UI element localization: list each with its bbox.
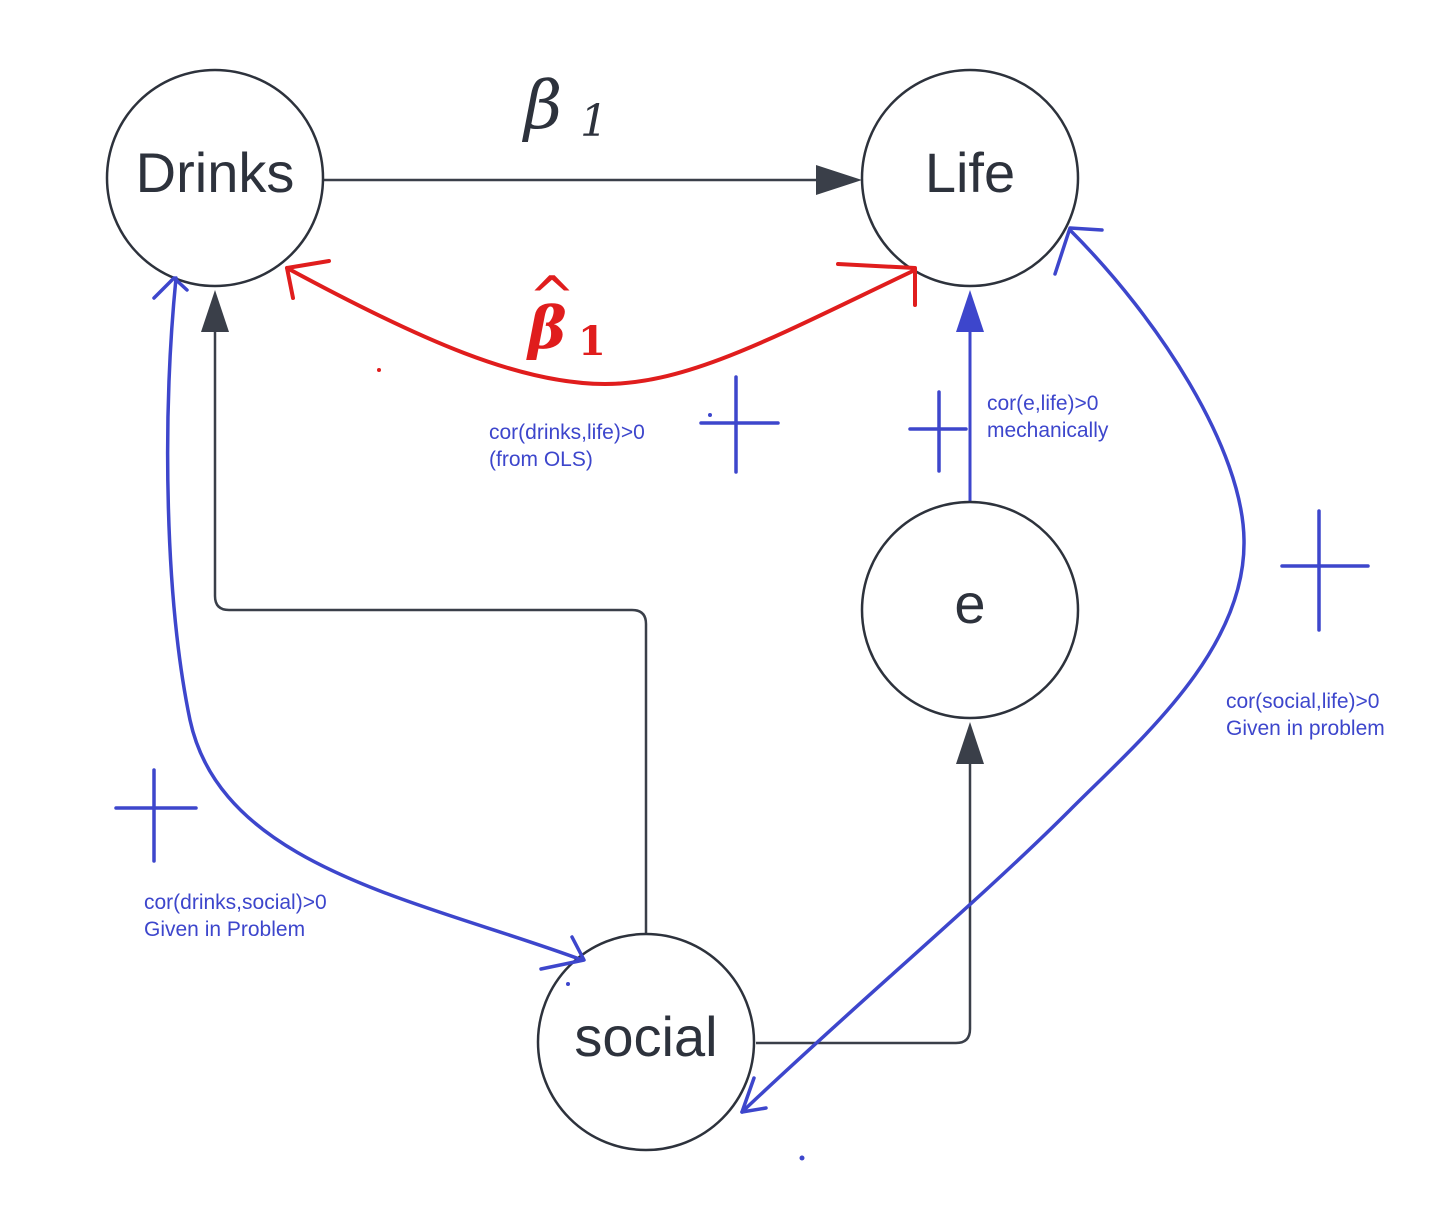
edge-estimate-drinks-life xyxy=(285,259,917,386)
beta1-symbol: β xyxy=(521,67,562,144)
edge-social-life-correlation xyxy=(740,226,1246,1114)
note-social-life-line1: cor(social,life)>0 xyxy=(1226,690,1379,713)
edge-drinks-social-correlation xyxy=(152,276,586,971)
beta1-hat-accent: ^ xyxy=(529,265,576,330)
note-social-life-line2: Given in problem xyxy=(1226,717,1385,740)
node-e: e xyxy=(860,500,1080,720)
edge-social-to-e xyxy=(756,762,972,1045)
beta1-hat-symbol: β xyxy=(526,294,567,362)
note-drinks-life-line1: cor(drinks,life)>0 xyxy=(489,421,645,444)
note-drinks-life: cor(drinks,life)>0 (from OLS) xyxy=(489,421,645,471)
arrowhead-social-to-e xyxy=(956,722,984,764)
note-drinks-life-line2: (from OLS) xyxy=(489,448,593,471)
red-arrowhead-right xyxy=(836,262,917,307)
node-life: Life xyxy=(860,68,1080,288)
note-drinks-social: cor(drinks,social)>0 Given in Problem xyxy=(144,891,327,941)
plus-icon-social-life xyxy=(1280,509,1370,632)
node-e-label: e xyxy=(954,572,985,635)
plus-icon-e-life xyxy=(908,390,968,473)
blue-arrowhead-life xyxy=(1053,226,1104,276)
node-drinks: Drinks xyxy=(105,68,325,288)
structural-edges xyxy=(201,165,984,1045)
note-drinks-social-line1: cor(drinks,social)>0 xyxy=(144,891,327,914)
node-drinks-label: Drinks xyxy=(136,141,295,204)
plus-icon-drinks-life xyxy=(699,375,780,474)
arrowhead-social-to-drinks xyxy=(201,290,229,332)
blue-arrowhead-drinks xyxy=(152,276,189,300)
beta1-label: β 1 xyxy=(521,67,608,147)
node-social: social xyxy=(536,932,756,1152)
note-e-life: cor(e,life)>0 mechanically xyxy=(987,392,1109,442)
arrowhead-drinks-to-life xyxy=(816,165,862,195)
red-dot xyxy=(377,368,381,372)
note-e-life-line2: mechanically xyxy=(987,419,1109,442)
beta1-subscript: 1 xyxy=(580,96,608,147)
note-e-life-line1: cor(e,life)>0 xyxy=(987,392,1098,415)
stray-dots xyxy=(566,413,805,1161)
arrowhead-e-to-life xyxy=(956,290,984,332)
blue-arrowhead-social xyxy=(539,935,586,971)
beta1-hat-subscript: 1 xyxy=(578,318,606,365)
blue-arrowhead-social-right xyxy=(740,1076,768,1114)
edge-e-to-life xyxy=(956,290,984,505)
plus-signs xyxy=(114,375,1370,863)
note-drinks-social-line2: Given in Problem xyxy=(144,918,305,941)
node-life-label: Life xyxy=(925,141,1015,204)
plus-icon-drinks-social xyxy=(114,768,198,863)
node-social-label: social xyxy=(574,1005,717,1068)
note-social-life: cor(social,life)>0 Given in problem xyxy=(1226,690,1385,740)
beta1-hat-label: β ^ 1 xyxy=(526,265,606,365)
edge-social-to-drinks xyxy=(213,330,648,936)
red-arrowhead-left xyxy=(285,259,331,300)
